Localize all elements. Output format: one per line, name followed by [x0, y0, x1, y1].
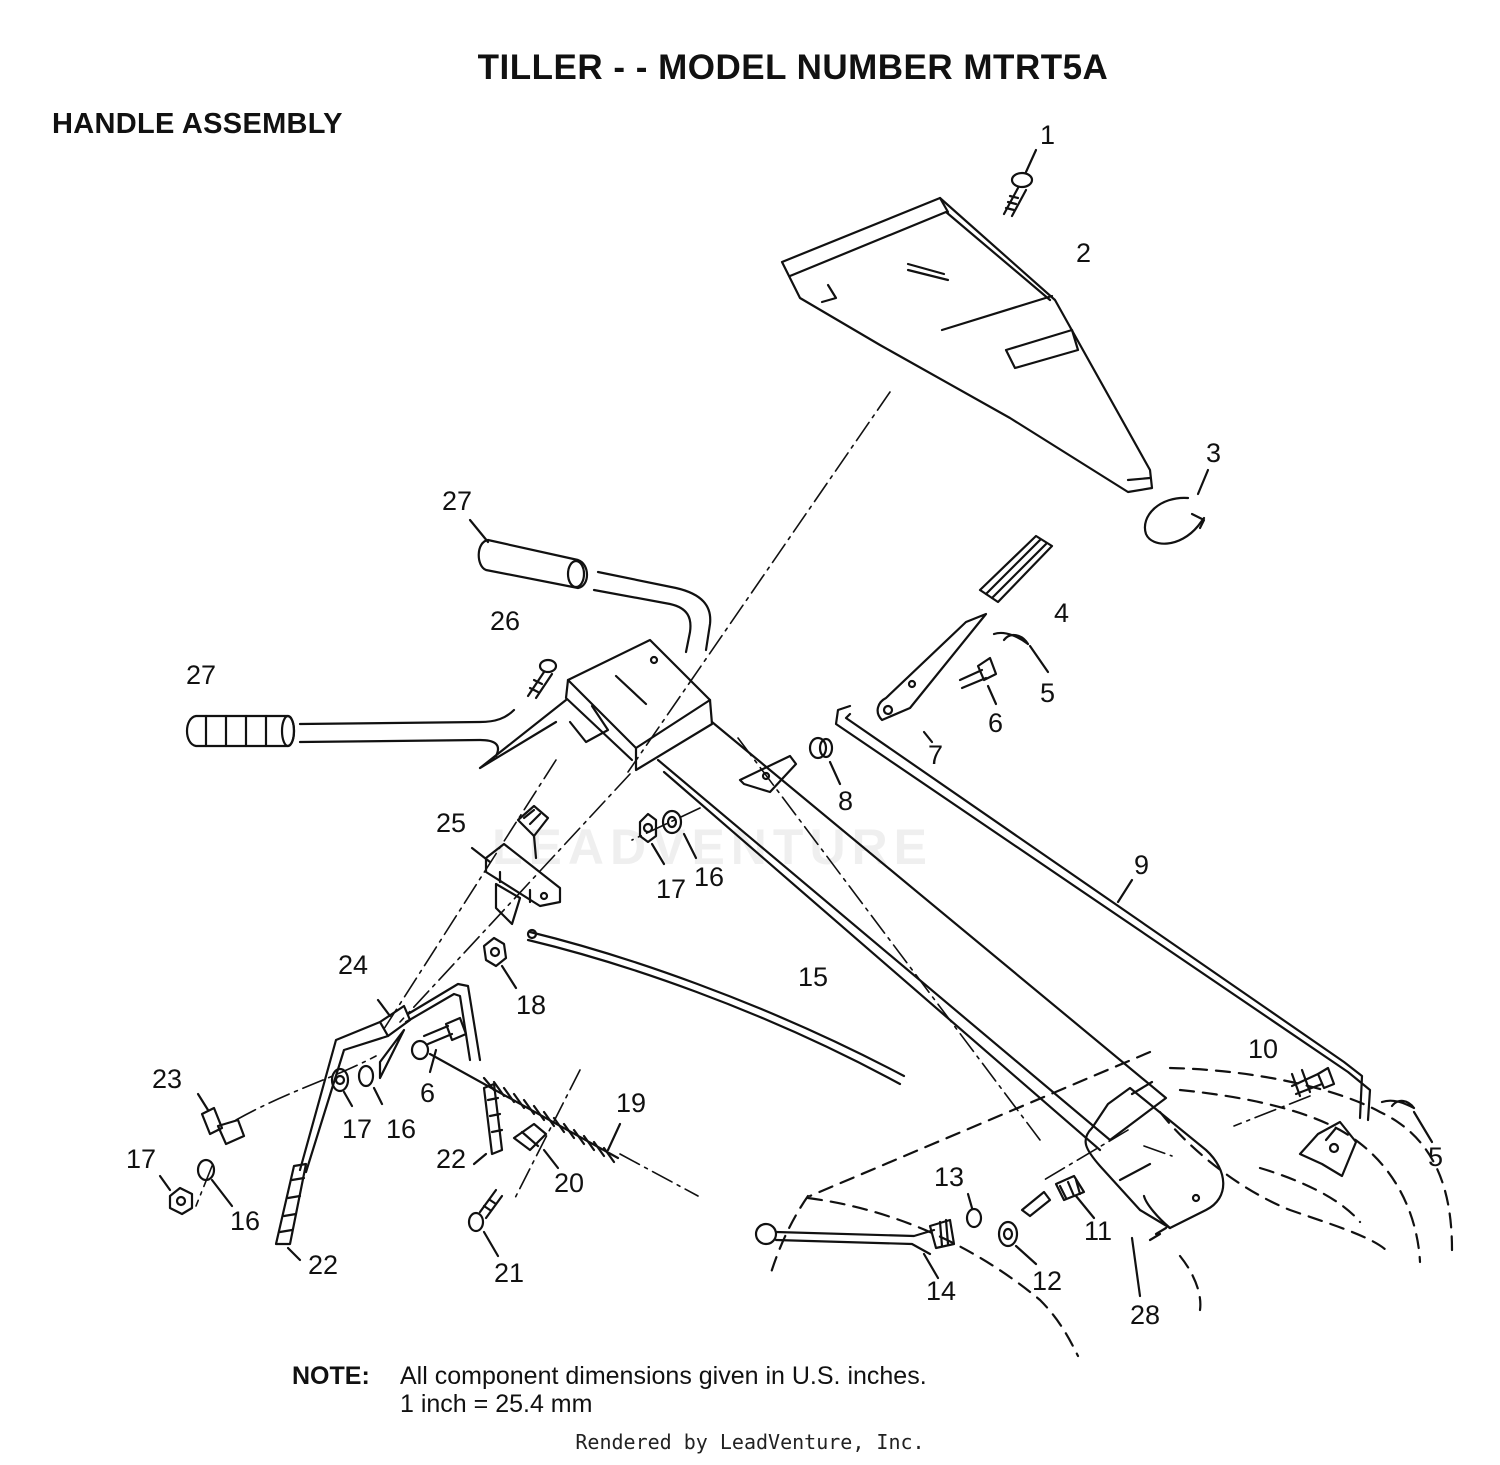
- part-label-23: 23: [152, 1064, 182, 1094]
- watermark: LEADVENTURE: [492, 819, 934, 875]
- washer-part-16-mid: [357, 1064, 384, 1106]
- grip-part-22-lower: [274, 1162, 308, 1262]
- bolt-part-6-upper: [958, 656, 998, 706]
- leader-lines: [195, 391, 1311, 1207]
- spacer-part-8: [808, 736, 842, 786]
- part-label-9: 9: [1134, 850, 1149, 880]
- part-label-7: 7: [928, 740, 943, 770]
- part-label-19: 19: [616, 1088, 646, 1118]
- washer-part-16-lower: [196, 1158, 234, 1208]
- rod-part-9: [834, 704, 1372, 1122]
- part-label-14: 14: [926, 1276, 956, 1306]
- clamp-part-23: [196, 1092, 246, 1146]
- note: NOTE: All component dimensions given in U…: [292, 1362, 927, 1418]
- screw-part-21: [467, 1188, 504, 1258]
- washer-part-12: [997, 1220, 1038, 1266]
- part-label-16-upper: 16: [694, 862, 724, 892]
- note-line-1: All component dimensions given in U.S. i…: [400, 1362, 927, 1390]
- part-label-22-lower: 22: [308, 1250, 338, 1280]
- bracket-part-25: [470, 842, 562, 926]
- grip-part-4: [978, 534, 1054, 604]
- part-label-8: 8: [838, 786, 853, 816]
- washer-part-13: [965, 1192, 983, 1229]
- nut-part-17-mid: [330, 1067, 354, 1108]
- part-label-18: 18: [516, 990, 546, 1020]
- bail-part-24: [298, 982, 482, 1174]
- frame-outline-dashed: [768, 1050, 1454, 1358]
- part-label-3: 3: [1206, 438, 1221, 468]
- grip-part-27-lower: [185, 714, 296, 748]
- part-label-13: 13: [934, 1162, 964, 1192]
- part-label-16-mid: 16: [386, 1114, 416, 1144]
- lever-part-7: [876, 612, 988, 744]
- note-line-2: 1 inch = 25.4 mm: [400, 1390, 593, 1418]
- washer-part-16-upper: [661, 809, 698, 860]
- page-title: TILLER - - MODEL NUMBER MTRT5A: [477, 48, 1109, 87]
- bolt-part-26: [526, 658, 558, 700]
- part-label-21: 21: [494, 1258, 524, 1288]
- part-label-10: 10: [1248, 1034, 1278, 1064]
- lever-part-14: [754, 1218, 956, 1280]
- part-label-2: 2: [1076, 238, 1091, 268]
- part-label-25: 25: [436, 808, 466, 838]
- throttle-cable: [526, 928, 906, 1086]
- note-label: NOTE:: [292, 1362, 370, 1390]
- pin-part-28: [1130, 1226, 1168, 1298]
- part-label-4: 4: [1054, 598, 1069, 628]
- clamp-part-20: [512, 1122, 560, 1170]
- gear-part-11: [1020, 1174, 1096, 1220]
- tube-end-plate: [1084, 1080, 1225, 1230]
- handlebar-tube: [298, 570, 712, 758]
- footer-credit: Rendered by LeadVenture, Inc.: [575, 1430, 925, 1454]
- main-tube-part-15: [656, 720, 1168, 1152]
- screw-part-1: [1002, 148, 1038, 218]
- part-label-17-mid: 17: [342, 1114, 372, 1144]
- part-label-12: 12: [1032, 1266, 1062, 1296]
- part-label-5-upper: 5: [1040, 678, 1055, 708]
- part-label-22-middle: 22: [436, 1144, 466, 1174]
- handle-panel-part-2: [780, 196, 1154, 494]
- nut-part-17-upper: [638, 812, 666, 866]
- part-label-11: 11: [1084, 1216, 1112, 1246]
- part-label-5-lower: 5: [1428, 1142, 1443, 1172]
- clip-part-5-lower: [1380, 1099, 1434, 1144]
- spring-part-19: [410, 1039, 622, 1164]
- nut-part-18: [482, 936, 518, 990]
- section-title: HANDLE ASSEMBLY: [52, 108, 343, 140]
- nut-part-17-lower: [158, 1174, 194, 1216]
- part-label-6-upper: 6: [988, 708, 1003, 738]
- part-label-27-lower: 27: [186, 660, 216, 690]
- part-label-17-lower: 17: [126, 1144, 156, 1174]
- part-label-15: 15: [798, 962, 828, 992]
- part-label-24: 24: [338, 950, 368, 980]
- note-body: All component dimensions given in U.S. i…: [400, 1362, 927, 1418]
- part-label-16-lower: 16: [230, 1206, 260, 1236]
- bolt-part-10: [1290, 1066, 1336, 1098]
- part-label-1: 1: [1040, 120, 1055, 150]
- part-label-17-upper: 17: [656, 874, 686, 904]
- part-label-26: 26: [490, 606, 520, 636]
- part-label-20: 20: [554, 1168, 584, 1198]
- throttle-tab: [516, 804, 550, 860]
- part-label-27-upper: 27: [442, 486, 472, 516]
- clip-part-5-upper: [992, 631, 1050, 674]
- handle-bracket: [478, 638, 714, 772]
- part-label-28: 28: [1130, 1300, 1160, 1330]
- part-labels: 1 2 3 4 5 5 6 6 7 8 9 10 11 12 13 14 15 …: [126, 120, 1443, 1330]
- part-label-6-lower: 6: [420, 1078, 435, 1108]
- grip-part-27-upper: [468, 518, 589, 590]
- grip-part-22-middle: [472, 1082, 504, 1166]
- bolt-part-6-lower: [422, 1016, 468, 1074]
- linkage-bracket: [1298, 1120, 1358, 1178]
- ring-part-3: [1143, 468, 1210, 545]
